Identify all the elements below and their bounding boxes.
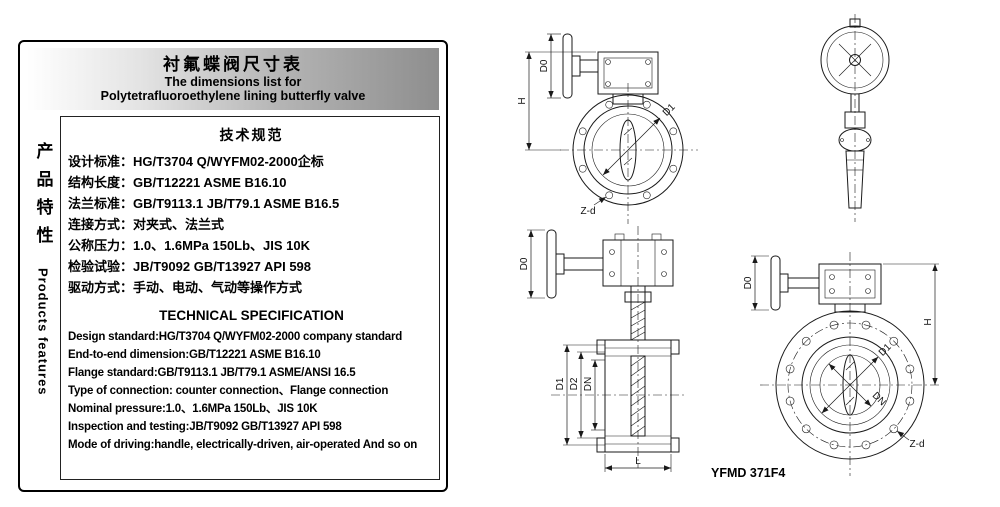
spec-line-end-to-end-en: End-to-end dimension:GB/T12221 ASME B16.… — [68, 349, 321, 361]
spec-line-flange-standard-en: Flange standard:GB/T9113.1 JB/T79.1 ASME… — [68, 367, 356, 379]
spec-content-box: 技术规范 设计标准：HG/T3704 Q/WYFM02-2000企标 结构长度：… — [60, 116, 440, 480]
dim-label-z-d-flanged: Z-d — [910, 439, 925, 450]
spec-line-connection-type-en: Type of connection: counter connection、F… — [68, 385, 389, 397]
title-chinese: 衬氟蝶阀尺寸表 — [163, 55, 303, 74]
dim-label-z-d: Z-d — [581, 206, 596, 217]
spec-list-chinese: 设计标准：HG/T3704 Q/WYFM02-2000企标 结构长度：GB/T1… — [68, 151, 435, 298]
title-english-line1: The dimensions list for — [164, 75, 302, 89]
spec-line-structure-length: 结构长度：GB/T12221 ASME B16.10 — [68, 175, 287, 190]
drawing-handwheel-side-view — [820, 14, 890, 222]
dim-label-h: H — [517, 97, 528, 104]
sidebar-label-chinese: 产品特性 — [33, 142, 53, 254]
spec-line-driving-mode: 驱动方式：手动、电动、气动等操作方式 — [68, 280, 303, 295]
spec-line-nominal-pressure-en: Nominal pressure:1.0、1.6MPa 150Lb、JIS 10… — [68, 403, 318, 415]
spec-line-design-standard: 设计标准：HG/T3704 Q/WYFM02-2000企标 — [68, 154, 324, 169]
drawing-flanged-front-view: D1 DN D0 H Z-d — [743, 252, 942, 476]
product-spec-panel: 衬氟蝶阀尺寸表 The dimensions list for Polytetr… — [18, 40, 448, 492]
sidebar-product-features: 产品特性 Products features — [26, 116, 60, 480]
dim-label-d0: D0 — [539, 59, 550, 72]
valve-technical-drawings: D1 D0 H Z-d — [517, 14, 942, 480]
spec-line-flange-standard: 法兰标准：GB/T9113.1 JB/T79.1 ASME B16.5 — [68, 196, 340, 211]
spec-list-english: Design standard:HG/T3704 Q/WYFM02-2000 c… — [68, 328, 435, 454]
spec-line-inspection-test-en: Inspection and testing:JB/T9092 GB/T1392… — [68, 421, 342, 433]
panel-header: 衬氟蝶阀尺寸表 The dimensions list for Polytetr… — [27, 48, 439, 110]
dim-label-h-flanged: H — [923, 318, 934, 325]
sidebar-label-english: Products features — [35, 268, 51, 396]
model-code-label: YFMD 371F4 — [711, 466, 785, 480]
title-english-line2: Polytetrafluoroethylene lining butterfly… — [100, 89, 366, 103]
spec-heading-chinese: 技术规范 — [219, 127, 284, 143]
dim-label-d0-flanged: D0 — [743, 276, 754, 289]
drawing-section-view: D0 — [519, 226, 687, 472]
spec-line-design-standard-en: Design standard:HG/T3704 Q/WYFM02-2000 c… — [68, 331, 403, 343]
spec-line-connection-type: 连接方式：对夹式、法兰式 — [68, 217, 225, 232]
drawing-wafer-front-view: D1 D0 H Z-d — [517, 33, 698, 224]
dim-label-d1: D1 — [661, 102, 678, 119]
dim-label-d0-section: D0 — [519, 257, 530, 270]
spec-line-inspection-test: 检验试验：JB/T9092 GB/T13927 API 598 — [68, 259, 312, 274]
dim-label-l: L — [635, 456, 641, 467]
spec-line-nominal-pressure: 公称压力：1.0、1.6MPa 150Lb、JIS 10K — [68, 238, 311, 253]
panel-body: 产品特性 Products features 技术规范 设计标准：HG/T370… — [26, 116, 440, 480]
dim-label-d2-section: D2 — [569, 377, 580, 390]
dim-label-d1-section: D1 — [555, 377, 566, 390]
spec-line-driving-mode-en: Mode of driving:handle, electrically-dri… — [68, 439, 418, 451]
dim-label-dn-flanged: DN — [870, 390, 888, 408]
spec-heading-english: TECHNICAL SPECIFICATION — [159, 308, 344, 323]
dim-label-dn-section: DN — [583, 377, 594, 391]
